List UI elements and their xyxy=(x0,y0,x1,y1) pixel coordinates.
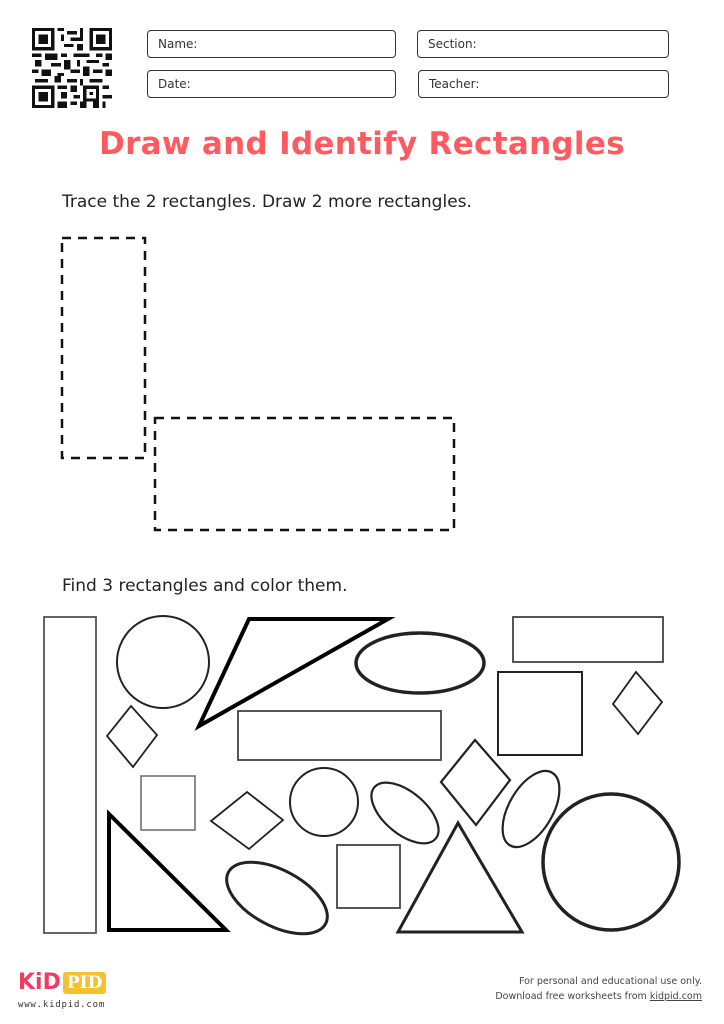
logo-pid-text: PID xyxy=(62,971,107,994)
shape-diamond-left[interactable] xyxy=(105,704,159,769)
shape-tall-rectangle[interactable] xyxy=(43,616,97,934)
shape-circle-mid[interactable] xyxy=(289,767,359,837)
logo-url: www.kidpid.com xyxy=(18,1000,106,1010)
shape-circle-1[interactable] xyxy=(116,615,210,709)
qr-code-icon xyxy=(32,28,112,108)
footer-line-2-prefix: Download free worksheets from xyxy=(495,991,650,1002)
shape-ellipse-bottom[interactable] xyxy=(215,847,338,948)
date-field-label: Date: xyxy=(158,77,191,91)
shape-circle-large[interactable] xyxy=(541,792,681,932)
shape-square-right[interactable] xyxy=(497,671,583,756)
section-field-label: Section: xyxy=(428,37,477,51)
name-field-label: Name: xyxy=(158,37,198,51)
trace-rectangle-vertical[interactable] xyxy=(60,236,147,460)
shape-right-triangle[interactable] xyxy=(107,809,231,932)
shape-diamond-right[interactable] xyxy=(611,670,664,736)
shape-triangle-bottom[interactable] xyxy=(395,819,525,934)
footer-line-2: Download free worksheets from kidpid.com xyxy=(495,989,702,1004)
color-instruction: Find 3 rectangles and color them. xyxy=(62,576,348,596)
logo-kid-text: KiD xyxy=(18,970,61,995)
shape-ellipse-tilted-2[interactable] xyxy=(491,762,571,857)
shape-diamond-mid[interactable] xyxy=(209,790,285,851)
name-field[interactable]: Name: xyxy=(147,30,396,58)
trace-instruction: Trace the 2 rectangles. Draw 2 more rect… xyxy=(62,192,472,212)
date-field[interactable]: Date: xyxy=(147,70,396,98)
teacher-field[interactable]: Teacher: xyxy=(418,70,669,98)
shape-diamond-tall[interactable] xyxy=(439,738,512,827)
page-title: Draw and Identify Rectangles xyxy=(99,126,625,162)
footer-note: For personal and educational use only. D… xyxy=(495,974,702,1004)
footer-line-1: For personal and educational use only. xyxy=(518,976,702,987)
shape-ellipse-wide[interactable] xyxy=(354,631,486,695)
section-field[interactable]: Section: xyxy=(417,30,669,58)
kidpid-link[interactable]: kidpid.com xyxy=(649,991,702,1002)
shape-ellipse-tilted-1[interactable] xyxy=(361,771,449,855)
shape-triangle-obtuse[interactable] xyxy=(194,617,396,731)
shape-square-bottom[interactable] xyxy=(336,844,401,909)
shape-rectangle-top-right[interactable] xyxy=(512,616,664,663)
shape-square-small[interactable] xyxy=(140,775,196,831)
trace-rectangle-horizontal[interactable] xyxy=(153,416,456,532)
teacher-field-label: Teacher: xyxy=(429,77,480,91)
shape-rectangle-middle[interactable] xyxy=(237,710,442,761)
